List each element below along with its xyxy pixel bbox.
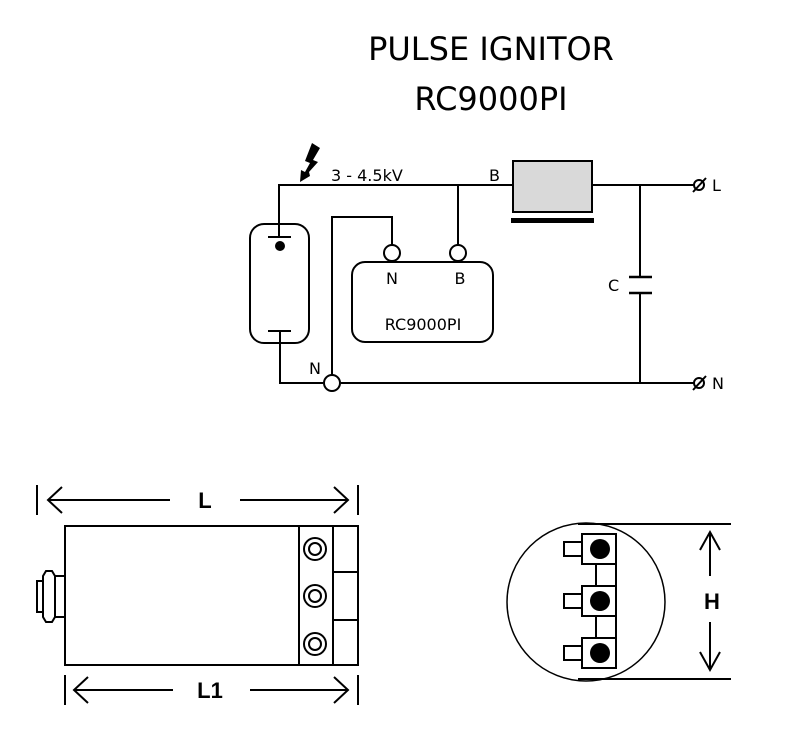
terminal-screw <box>303 584 327 608</box>
lamp-electrode-icon <box>275 241 285 251</box>
lamp <box>249 223 323 384</box>
ignitor-terminal-n <box>383 244 401 262</box>
length1-label: L1 <box>197 678 223 703</box>
side-view: L L1 <box>36 485 359 705</box>
h-dim-down-arrow <box>699 622 721 673</box>
neutral-junction-label: N <box>309 359 321 378</box>
terminal-screw <box>303 537 327 561</box>
ballast <box>511 160 594 223</box>
housing-outline <box>506 522 666 682</box>
l-dim-left-arrow <box>46 486 170 514</box>
terminal <box>563 533 617 565</box>
neutral-junction <box>323 374 341 392</box>
terminal <box>563 585 617 617</box>
ballast-coil <box>512 160 593 213</box>
terminal <box>563 637 617 669</box>
capacitor-label: C <box>608 276 619 295</box>
title-line-1: PULSE IGNITOR <box>368 30 614 68</box>
l1-dim-right-arrow <box>250 676 350 704</box>
ignitor-name-label: RC9000PI <box>385 315 462 334</box>
terminal-screw <box>303 632 327 656</box>
wiring-schematic: 3 - 4.5kV B L C N <box>249 143 724 393</box>
ignitor-terminal-n-label: N <box>386 269 398 288</box>
title-line-2: RC9000PI <box>414 80 567 118</box>
line-terminal-label: L <box>712 176 721 195</box>
neutral-terminal <box>692 375 707 391</box>
ignitor-n-wire <box>331 216 393 375</box>
high-voltage-pulse-icon <box>300 143 320 182</box>
h-dim-up-arrow <box>699 529 721 576</box>
l-dim-right-arrow <box>240 486 350 514</box>
top-wire <box>278 184 512 226</box>
l1-dim-left-arrow <box>72 676 173 704</box>
mounting-stud <box>36 570 66 623</box>
ignitor-terminal-b-label: B <box>455 269 466 288</box>
ignitor-module: N B RC9000PI <box>351 244 494 343</box>
line-terminal <box>692 177 707 193</box>
ignitor-body <box>64 525 300 666</box>
lamp-neutral-wire <box>279 331 323 384</box>
length-label: L <box>198 488 211 513</box>
ballast-core <box>511 218 594 223</box>
end-view: H <box>506 522 731 682</box>
height-label: H <box>704 589 720 614</box>
voltage-label: 3 - 4.5kV <box>331 166 403 185</box>
terminal-cover <box>332 525 359 666</box>
ballast-terminal-label: B <box>489 166 500 185</box>
neutral-terminal-label: N <box>712 374 724 393</box>
ignitor-terminal-b <box>449 244 467 262</box>
